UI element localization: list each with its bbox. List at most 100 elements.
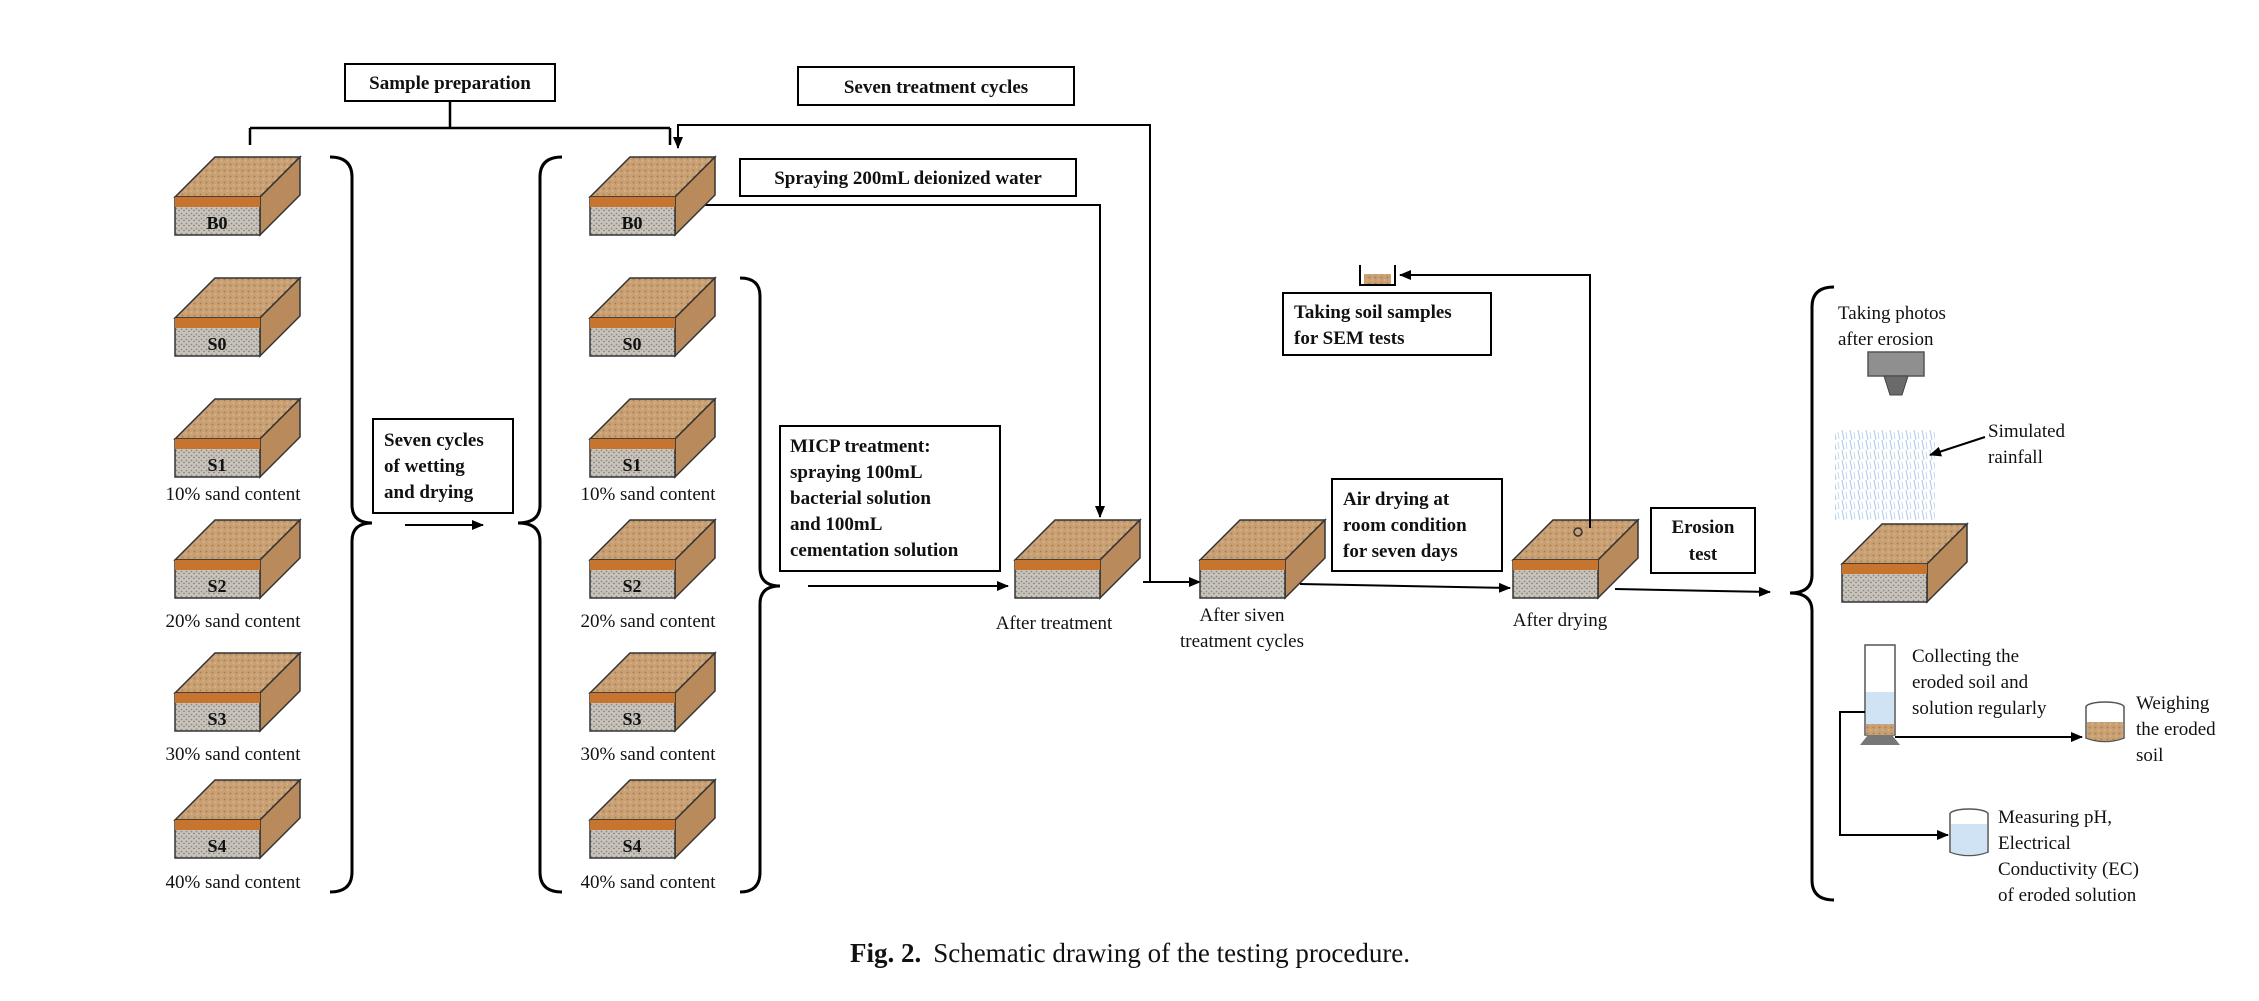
measuring-line-1: Measuring pH, <box>1998 807 2112 828</box>
weighing-line-1: Weighing <box>2136 693 2210 714</box>
sem-line-2: for SEM tests <box>1294 328 1404 349</box>
middle-column-close-bracket <box>739 276 781 894</box>
photos-line-1: Taking photos <box>1838 303 1946 324</box>
figure-number: Fig. 2. <box>850 938 921 968</box>
collecting-line-3: solution regularly <box>1912 698 2047 719</box>
after-cycles-block <box>1198 518 1327 600</box>
micp-line-1: MICP treatment: <box>790 436 931 457</box>
weighing-line-2: the eroded <box>2136 719 2216 740</box>
sample-id-label: S4 <box>207 836 226 856</box>
air-drying-line-1: Air drying at <box>1343 489 1450 510</box>
sample-preparation-box: Sample preparation <box>344 63 556 102</box>
wetting-drying-line-2: of wetting <box>384 456 465 477</box>
erosion-line-2: test <box>1689 544 1718 565</box>
sand-content-label: 10% sand content <box>165 484 301 505</box>
sample-block-s1-middle: S1 <box>588 397 717 479</box>
after-drying-label: After drying <box>1513 610 1608 631</box>
erosion-test-box: Erosion test <box>1650 507 1756 574</box>
sample-block-s0-middle: S0 <box>588 276 717 358</box>
sample-id-label: S0 <box>207 334 226 354</box>
sem-sample-container-icon <box>1359 265 1396 286</box>
left-column-bracket <box>329 155 373 894</box>
erosion-line-1: Erosion <box>1671 517 1734 538</box>
air-drying-box: Air drying at room condition for seven d… <box>1331 478 1503 572</box>
sample-block-s2-left: S2 <box>173 518 302 600</box>
after-drying-block <box>1511 518 1640 600</box>
sample-id-label: S2 <box>622 576 641 596</box>
collecting-column-icon <box>1860 644 1900 745</box>
spraying-water-arrow <box>703 204 1105 518</box>
sample-block-b0-left: B0 <box>173 155 302 237</box>
micp-treatment-box: MICP treatment: spraying 100mL bacterial… <box>779 425 1001 572</box>
sample-id-label: S2 <box>207 576 226 596</box>
air-drying-line-2: room condition <box>1343 515 1467 536</box>
sample-block-s4-left: S4 <box>173 778 302 860</box>
measuring-beaker-icon <box>1949 808 1989 857</box>
sample-block-s2-middle: S2 <box>588 518 717 600</box>
micp-line-4: and 100mL <box>790 514 882 535</box>
sand-content-label: 20% sand content <box>580 611 716 632</box>
sample-block-s3-left: S3 <box>173 651 302 733</box>
wetting-drying-box: Seven cycles of wetting and drying <box>372 418 514 514</box>
middle-column-open-bracket <box>517 155 563 894</box>
sem-line-1: Taking soil samples <box>1294 302 1452 323</box>
sample-id-label: S4 <box>622 836 641 856</box>
sem-samples-box: Taking soil samples for SEM tests <box>1282 292 1492 356</box>
wetting-drying-line-3: and drying <box>384 482 474 503</box>
spraying-water-box: Spraying 200mL deionized water <box>739 158 1077 197</box>
measuring-line-4: of eroded solution <box>1998 885 2137 906</box>
after-treatment-block <box>1013 518 1142 600</box>
collecting-line-1: Collecting the <box>1912 646 2019 667</box>
wetting-drying-line-1: Seven cycles <box>384 430 484 451</box>
air-drying-line-3: for seven days <box>1343 541 1458 562</box>
sand-content-label: 10% sand content <box>580 484 716 505</box>
sample-preparation-bracket <box>248 101 672 145</box>
spraying-water-label: Spraying 200mL deionized water <box>774 168 1042 189</box>
micp-line-5: cementation solution <box>790 540 959 561</box>
erosion-test-bracket <box>1789 285 1835 902</box>
rainfall-line-1: Simulated <box>1988 421 2066 442</box>
sample-block-s4-middle: S4 <box>588 778 717 860</box>
sample-id-label: S1 <box>207 455 226 475</box>
figure-caption: Fig. 2. Schematic drawing of the testing … <box>850 938 1410 968</box>
left-sample-column: B0 S0 S1 10% sand content S2 20% sand co… <box>165 155 302 893</box>
sem-sample-arrow <box>1399 270 1591 528</box>
collecting-line-2: eroded soil and <box>1912 672 2029 693</box>
seven-treatment-cycles-box: Seven treatment cycles <box>797 66 1075 106</box>
sample-block-s0-left: S0 <box>173 276 302 358</box>
sand-content-label: 20% sand content <box>165 611 301 632</box>
sample-block-s1-left: S1 <box>173 397 302 479</box>
weighing-beaker-icon <box>2085 701 2125 743</box>
measuring-arrow <box>1839 711 1949 840</box>
sand-content-label: 40% sand content <box>580 872 716 893</box>
sand-content-label: 30% sand content <box>165 744 301 765</box>
after-cycles-line-1: After siven <box>1200 605 1285 626</box>
weighing-line-3: soil <box>2136 745 2163 766</box>
sample-id-label: S1 <box>622 455 641 475</box>
sample-preparation-label: Sample preparation <box>369 73 531 94</box>
seven-treatment-cycles-label: Seven treatment cycles <box>844 77 1028 98</box>
air-drying-arrow <box>1299 582 1511 593</box>
erosion-sample-block <box>1840 522 1969 604</box>
sand-content-label: 40% sand content <box>165 872 301 893</box>
middle-sample-column: B0 S0 S1 10% sand content S2 20% sand co… <box>580 155 717 893</box>
rainfall-line-2: rainfall <box>1988 447 2043 468</box>
sample-id-label: B0 <box>621 213 642 233</box>
sample-block-b0-middle: B0 <box>588 155 717 237</box>
sand-content-label: 30% sand content <box>580 744 716 765</box>
micp-line-2: spraying 100mL <box>790 462 923 483</box>
rainfall-icon <box>1835 430 1935 520</box>
measuring-line-3: Conductivity (EC) <box>1998 859 2139 880</box>
sample-id-label: B0 <box>206 213 227 233</box>
camera-icon <box>1867 351 1925 396</box>
sample-id-label: S3 <box>207 709 226 729</box>
figure-caption-text: Schematic drawing of the testing procedu… <box>933 938 1410 968</box>
after-cycles-line-2: treatment cycles <box>1180 631 1304 652</box>
micp-line-3: bacterial solution <box>790 488 931 509</box>
sample-block-s3-middle: S3 <box>588 651 717 733</box>
photos-line-2: after erosion <box>1838 329 1934 350</box>
measuring-line-2: Electrical <box>1998 833 2071 854</box>
treatment-cycles-loop-arrow <box>673 124 1151 581</box>
erosion-arrow <box>1614 586 1771 597</box>
